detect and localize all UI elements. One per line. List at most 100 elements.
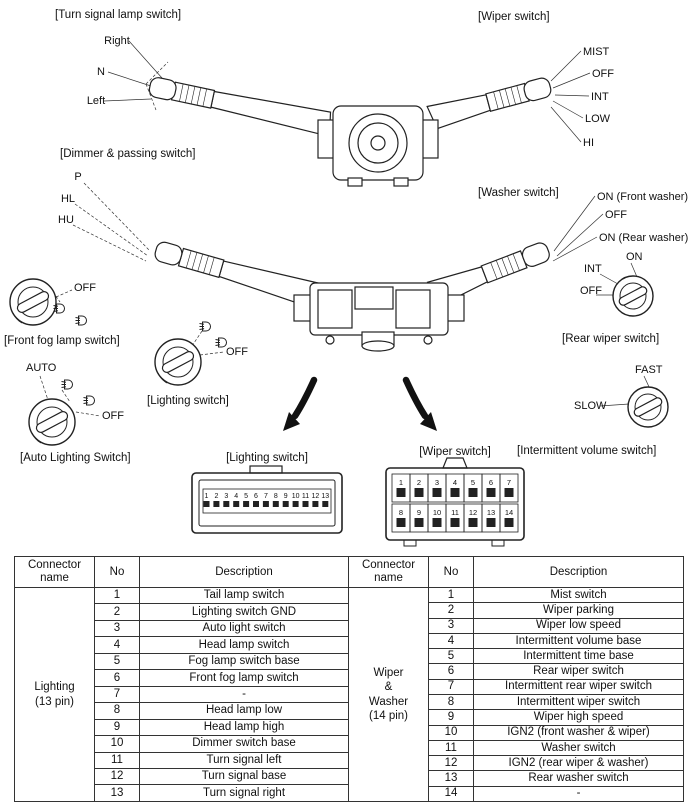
pin-number: 13 bbox=[321, 493, 329, 500]
position-labels: Right N Left MIST OFF INT LOW HI P HL HU… bbox=[26, 35, 688, 422]
front-fog-position: OFF bbox=[74, 282, 96, 294]
pin-desc: Intermittent volume base bbox=[473, 632, 684, 650]
pin-number: 10 bbox=[433, 508, 441, 517]
pin-no: 13 bbox=[94, 784, 140, 802]
pin-no: 6 bbox=[94, 669, 140, 687]
pin-no: 13 bbox=[428, 770, 474, 787]
pin-number: 8 bbox=[399, 508, 403, 517]
pin-desc: Turn signal base bbox=[139, 767, 349, 786]
table-header-row: Connector name No Description bbox=[14, 556, 349, 588]
pin-number: 3 bbox=[435, 478, 439, 487]
connector-name-cell: Lighting (13 pin) bbox=[14, 587, 95, 802]
front-fog-label: [Front fog lamp switch] bbox=[4, 335, 120, 347]
pin-no: 4 bbox=[428, 632, 474, 650]
pin-desc: Head lamp high bbox=[139, 718, 349, 737]
wiper-connector-label: [Wiper switch] bbox=[419, 446, 491, 458]
wiper-connector bbox=[385, 457, 525, 547]
down-arrows bbox=[283, 376, 437, 431]
pin-desc: Rear wiper switch bbox=[473, 663, 684, 680]
pin-number: 9 bbox=[284, 493, 288, 500]
pin-number: 14 bbox=[505, 508, 513, 517]
turn-signal-position: Left bbox=[87, 95, 105, 107]
pin-no: 3 bbox=[428, 617, 474, 634]
pin-desc: Rear washer switch bbox=[473, 770, 684, 787]
pin-no: 2 bbox=[428, 602, 474, 619]
lighting-knob bbox=[154, 338, 202, 386]
pin-desc: Fog lamp switch base bbox=[139, 652, 349, 671]
dimmer-position: P bbox=[74, 171, 81, 183]
connector-name-cell: Wiper & Washer (14 pin) bbox=[348, 587, 429, 802]
turn-signal-position: N bbox=[97, 66, 105, 78]
head-lamp-icon bbox=[61, 379, 73, 390]
wiper-washer-pin-table: Connector name No Description Wiper & Wa… bbox=[348, 556, 684, 803]
head-lamp-icon bbox=[199, 321, 211, 332]
table-row: 14- bbox=[349, 785, 684, 803]
pin-no: 1 bbox=[94, 586, 140, 605]
pin-no: 10 bbox=[94, 735, 140, 753]
pin-no: 5 bbox=[94, 652, 140, 671]
auto-lighting-position: OFF bbox=[102, 410, 124, 422]
lighting-label: [Lighting switch] bbox=[147, 395, 229, 407]
pin-number: 1 bbox=[399, 478, 403, 487]
wiper-position: MIST bbox=[583, 46, 610, 58]
pin-no: 6 bbox=[428, 663, 474, 680]
pin-number: 11 bbox=[302, 493, 309, 500]
front-fog-knob bbox=[9, 278, 57, 326]
connector-name-line: Wiper bbox=[373, 666, 404, 679]
pin-number: 10 bbox=[292, 493, 300, 500]
fog-lamp-icon bbox=[75, 315, 87, 326]
diagram-svg: 1 2 3 4 5 6 7 8 9 10 11 12 13 bbox=[4, 9, 688, 547]
pin-desc: Washer switch bbox=[473, 739, 684, 757]
pin-desc: Intermittent wiper switch bbox=[473, 693, 684, 711]
pin-number: 2 bbox=[214, 493, 218, 500]
pin-no: 9 bbox=[94, 718, 140, 737]
pin-number: 8 bbox=[274, 493, 278, 500]
pin-no: 12 bbox=[94, 767, 140, 786]
wiper-label: [Wiper switch] bbox=[478, 11, 550, 23]
dimmer-position: HU bbox=[58, 214, 74, 226]
pin-number: 7 bbox=[507, 478, 511, 487]
rear-wiper-label: [Rear wiper switch] bbox=[562, 333, 659, 345]
dimmer-passing-label: [Dimmer & passing switch] bbox=[60, 148, 195, 160]
rear-wiper-position: INT bbox=[584, 263, 602, 275]
pin-desc: Auto light switch bbox=[139, 619, 349, 638]
connector-name-line: Washer bbox=[368, 695, 409, 708]
intermittent-volume-position: SLOW bbox=[574, 400, 607, 412]
lighting-connector bbox=[191, 465, 343, 534]
header-description: Description bbox=[473, 556, 684, 588]
pin-desc: IGN2 (front washer & wiper) bbox=[473, 724, 684, 741]
intermittent-volume-label: [Intermittent volume switch] bbox=[517, 445, 656, 457]
arrow-right-icon bbox=[402, 376, 429, 420]
pin-no: 12 bbox=[428, 755, 474, 772]
position-lamp-icon bbox=[83, 395, 95, 406]
pin-desc: Dimmer switch base bbox=[139, 735, 349, 753]
lighting-position: OFF bbox=[226, 346, 248, 358]
pin-number: 5 bbox=[244, 493, 248, 500]
pin-number: 6 bbox=[489, 478, 493, 487]
arrow-left-icon bbox=[291, 376, 318, 420]
pin-number: 12 bbox=[469, 508, 477, 517]
pin-no: 9 bbox=[428, 709, 474, 726]
auto-lighting-label: [Auto Lighting Switch] bbox=[20, 452, 131, 464]
lighting-pin-table: Connector name No Description Lighting (… bbox=[14, 556, 349, 802]
pin-desc: Head lamp switch bbox=[139, 636, 349, 654]
pin-number: 1 bbox=[205, 493, 209, 500]
pin-desc: Wiper parking bbox=[473, 602, 684, 619]
connector-name-line: (13 pin) bbox=[35, 695, 74, 708]
pin-no: 4 bbox=[94, 636, 140, 654]
switch-assembly-bottom bbox=[154, 241, 550, 352]
pin-desc: Turn signal left bbox=[139, 751, 349, 769]
connector-name-line: (14 pin) bbox=[369, 709, 408, 722]
pin-desc: Front fog lamp switch bbox=[139, 669, 349, 687]
pin-number: 11 bbox=[451, 508, 459, 517]
multifunction-switch-diagram: 1 2 3 4 5 6 7 8 9 10 11 12 13 bbox=[4, 9, 688, 547]
pin-no: 2 bbox=[94, 603, 140, 621]
pin-desc: Tail lamp switch bbox=[139, 586, 349, 605]
turn-signal-position: Right bbox=[104, 35, 130, 47]
fog-lamp-icon bbox=[53, 303, 65, 314]
